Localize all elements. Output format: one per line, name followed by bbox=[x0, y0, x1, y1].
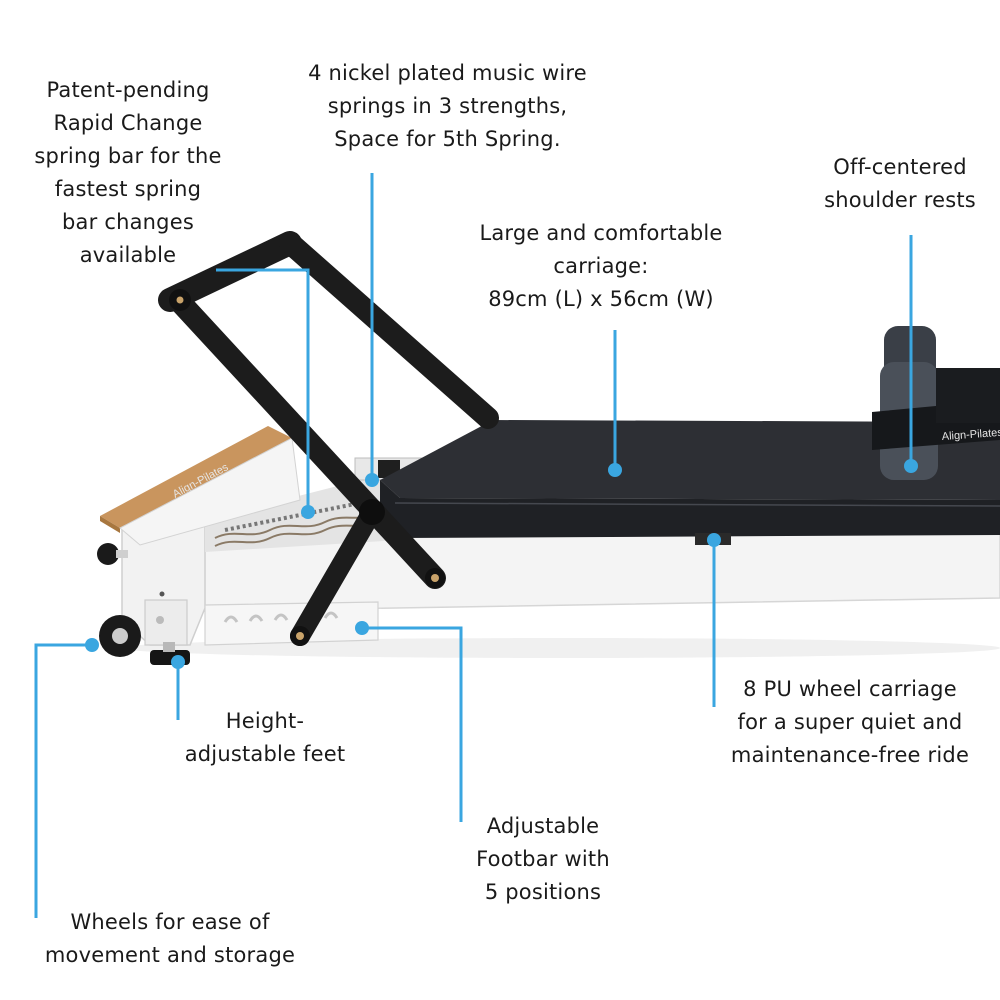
leg-plate bbox=[144, 599, 188, 646]
leader-footbar bbox=[362, 626, 463, 822]
wood-platform bbox=[100, 426, 292, 528]
callout-shoulder-rests: Off-centered shoulder rests bbox=[824, 155, 976, 212]
adjustable-foot-stem bbox=[163, 642, 175, 652]
dot-carriage bbox=[608, 463, 622, 477]
dot-wheels bbox=[85, 638, 99, 652]
floor-shadow bbox=[120, 638, 1000, 658]
callout-footbar: Adjustable Footbar with 5 positions bbox=[476, 814, 610, 904]
platform-frame bbox=[119, 437, 301, 546]
callout-spring-bar: Patent-pending Rapid Change spring bar f… bbox=[34, 78, 222, 267]
dot-springs bbox=[365, 473, 379, 487]
strap-brand: Align-Pilates bbox=[941, 427, 1000, 443]
wheel-hub bbox=[112, 628, 128, 644]
dot-pu-wheels bbox=[707, 533, 721, 547]
frame-knob-stem bbox=[116, 550, 128, 558]
leader-spring-bar bbox=[216, 268, 310, 512]
dot-feet bbox=[171, 655, 185, 669]
dot-spring-bar bbox=[301, 505, 315, 519]
leader-dots bbox=[85, 459, 918, 669]
callout-pu-wheels: 8 PU wheel carriage for a super quiet an… bbox=[730, 677, 970, 767]
callout-carriage: Large and comfortable carriage: 89cm (L)… bbox=[479, 221, 723, 311]
frame-knob bbox=[97, 543, 119, 565]
dot-shoulder-rests bbox=[904, 459, 918, 473]
leg-bolt-small bbox=[159, 591, 165, 597]
leg-bolt bbox=[156, 616, 164, 624]
callout-wheels: Wheels for ease of movement and storage bbox=[44, 910, 296, 967]
callout-springs: 4 nickel plated music wire springs in 3 … bbox=[308, 61, 587, 151]
leader-wheels bbox=[34, 643, 92, 918]
headrest-block bbox=[936, 368, 1000, 423]
carriage-seam bbox=[394, 502, 1000, 507]
footbar-notches bbox=[223, 611, 339, 623]
carriage-side bbox=[380, 480, 1000, 538]
callout-feet: Height- adjustable feet bbox=[184, 709, 346, 766]
dot-footbar bbox=[355, 621, 369, 635]
leader-lines bbox=[34, 173, 913, 918]
wood-platform-edge bbox=[100, 516, 120, 533]
carriage-top bbox=[380, 420, 1000, 500]
